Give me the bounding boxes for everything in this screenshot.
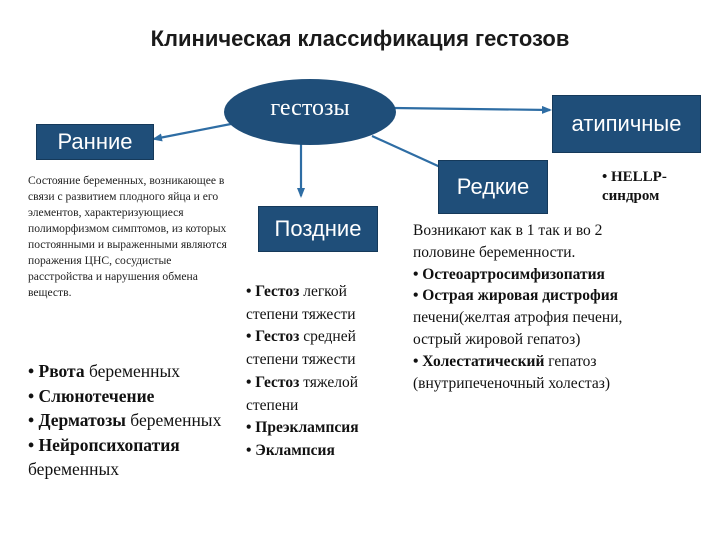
early-item: • Рвота беременных bbox=[28, 361, 181, 381]
early-list: • Рвота беременных • Слюнотечение • Дерм… bbox=[28, 359, 248, 482]
node-late-label: Поздние bbox=[274, 216, 362, 241]
node-early: Ранние bbox=[36, 124, 154, 160]
late-item: • Гестоз средней степени тяжести bbox=[246, 328, 356, 369]
node-rare: Редкие bbox=[438, 160, 548, 214]
node-gestosis-label: гестозы bbox=[270, 94, 350, 121]
early-item: • Слюнотечение bbox=[28, 385, 155, 406]
rare-intro: Возникают как в 1 так и во 2 половине бе… bbox=[413, 222, 603, 261]
late-item: • Эклампсия bbox=[246, 441, 335, 459]
rare-item: • Острая жировая дистрофия печени(желтая… bbox=[413, 287, 623, 348]
early-item: • Дерматозы беременных bbox=[28, 410, 222, 430]
late-item: • Гестоз легкой степени тяжести bbox=[246, 283, 356, 323]
node-rare-label: Редкие bbox=[456, 174, 530, 199]
late-list: • Гестоз легкой степени тяжести • Гестоз… bbox=[246, 281, 396, 463]
node-atypical-label: атипичные bbox=[571, 111, 682, 136]
late-item: • Гестоз тяжелой степени bbox=[246, 373, 359, 414]
node-late: Поздние bbox=[258, 206, 378, 252]
early-item: • Нейропсихопатия беременных bbox=[28, 434, 180, 480]
arrow-to-atypical bbox=[393, 105, 552, 114]
hellp-syndrome-label: • HELLP-синдром bbox=[602, 169, 667, 204]
rare-list: Возникают как в 1 так и во 2 половине бе… bbox=[413, 220, 638, 394]
slide-title: Клиническая классификация гестозов bbox=[150, 26, 570, 51]
rare-item: • Холестатический гепатоз (внутрипеченоч… bbox=[413, 352, 611, 392]
arrow-to-early bbox=[152, 121, 237, 142]
node-gestosis: гестозы bbox=[224, 79, 396, 145]
late-item: • Преэклампсия bbox=[246, 419, 359, 437]
node-early-label: Ранние bbox=[57, 129, 133, 154]
arrow-to-rare bbox=[371, 134, 451, 173]
node-atypical: атипичные bbox=[552, 95, 701, 153]
rare-item: • Остеоартросимфизопатия bbox=[413, 265, 605, 283]
early-description: Состояние беременных, возникающее в связ… bbox=[28, 174, 227, 299]
